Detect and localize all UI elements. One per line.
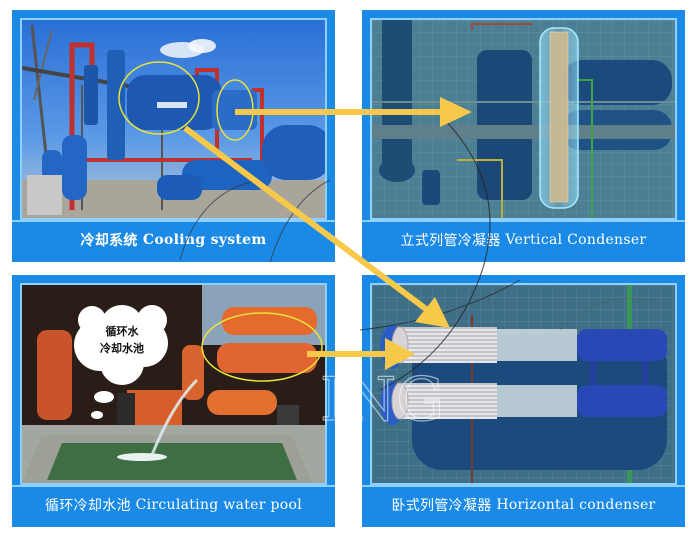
horizontal-condenser-illustration: [372, 285, 675, 483]
panel-vertical-condenser: 立式列管冷凝器 Vertical Condenser: [362, 10, 685, 262]
caption-cn: 冷却系统: [80, 233, 138, 249]
caption-horizontal-condenser: 卧式列管冷凝器 Horizontal condenser: [362, 485, 685, 523]
caption-cn: 卧式列管冷凝器: [391, 498, 492, 514]
caption-cn: 循环冷却水池: [45, 498, 131, 514]
panel-cooling-system: 冷却系统 Cooling system: [12, 10, 335, 262]
caption-cn: 立式列管冷凝器: [400, 233, 501, 249]
cloud-label-line2: 冷却水池: [100, 341, 144, 355]
caption-circulating-water-pool: 循环冷却水池 Circulating water pool: [12, 485, 335, 523]
caption-vertical-condenser: 立式列管冷凝器 Vertical Condenser: [362, 220, 685, 258]
horizontal-condenser-photo: [370, 283, 677, 485]
caption-en: Vertical Condenser: [505, 232, 647, 248]
caption-en: Cooling system: [142, 232, 267, 248]
cloud-label-line1: 循环水: [106, 324, 140, 338]
caption-en: Circulating water pool: [135, 497, 302, 513]
vertical-condenser-photo: [370, 18, 677, 220]
panel-horizontal-condenser: 卧式列管冷凝器 Horizontal condenser: [362, 275, 685, 527]
cooling-system-illustration: [22, 20, 325, 218]
panel-circulating-water-pool: 循环水 冷却水池 循环冷却水池 Circulating water pool: [12, 275, 335, 527]
caption-en: Horizontal condenser: [496, 497, 656, 513]
caption-cooling-system: 冷却系统 Cooling system: [12, 220, 335, 258]
water-pool-illustration: 循环水 冷却水池: [22, 285, 325, 483]
vertical-condenser-illustration: [372, 20, 675, 218]
cooling-system-photo: [20, 18, 327, 220]
circulating-water-pool-photo: 循环水 冷却水池: [20, 283, 327, 485]
speech-cloud: 循环水 冷却水池: [74, 305, 168, 419]
